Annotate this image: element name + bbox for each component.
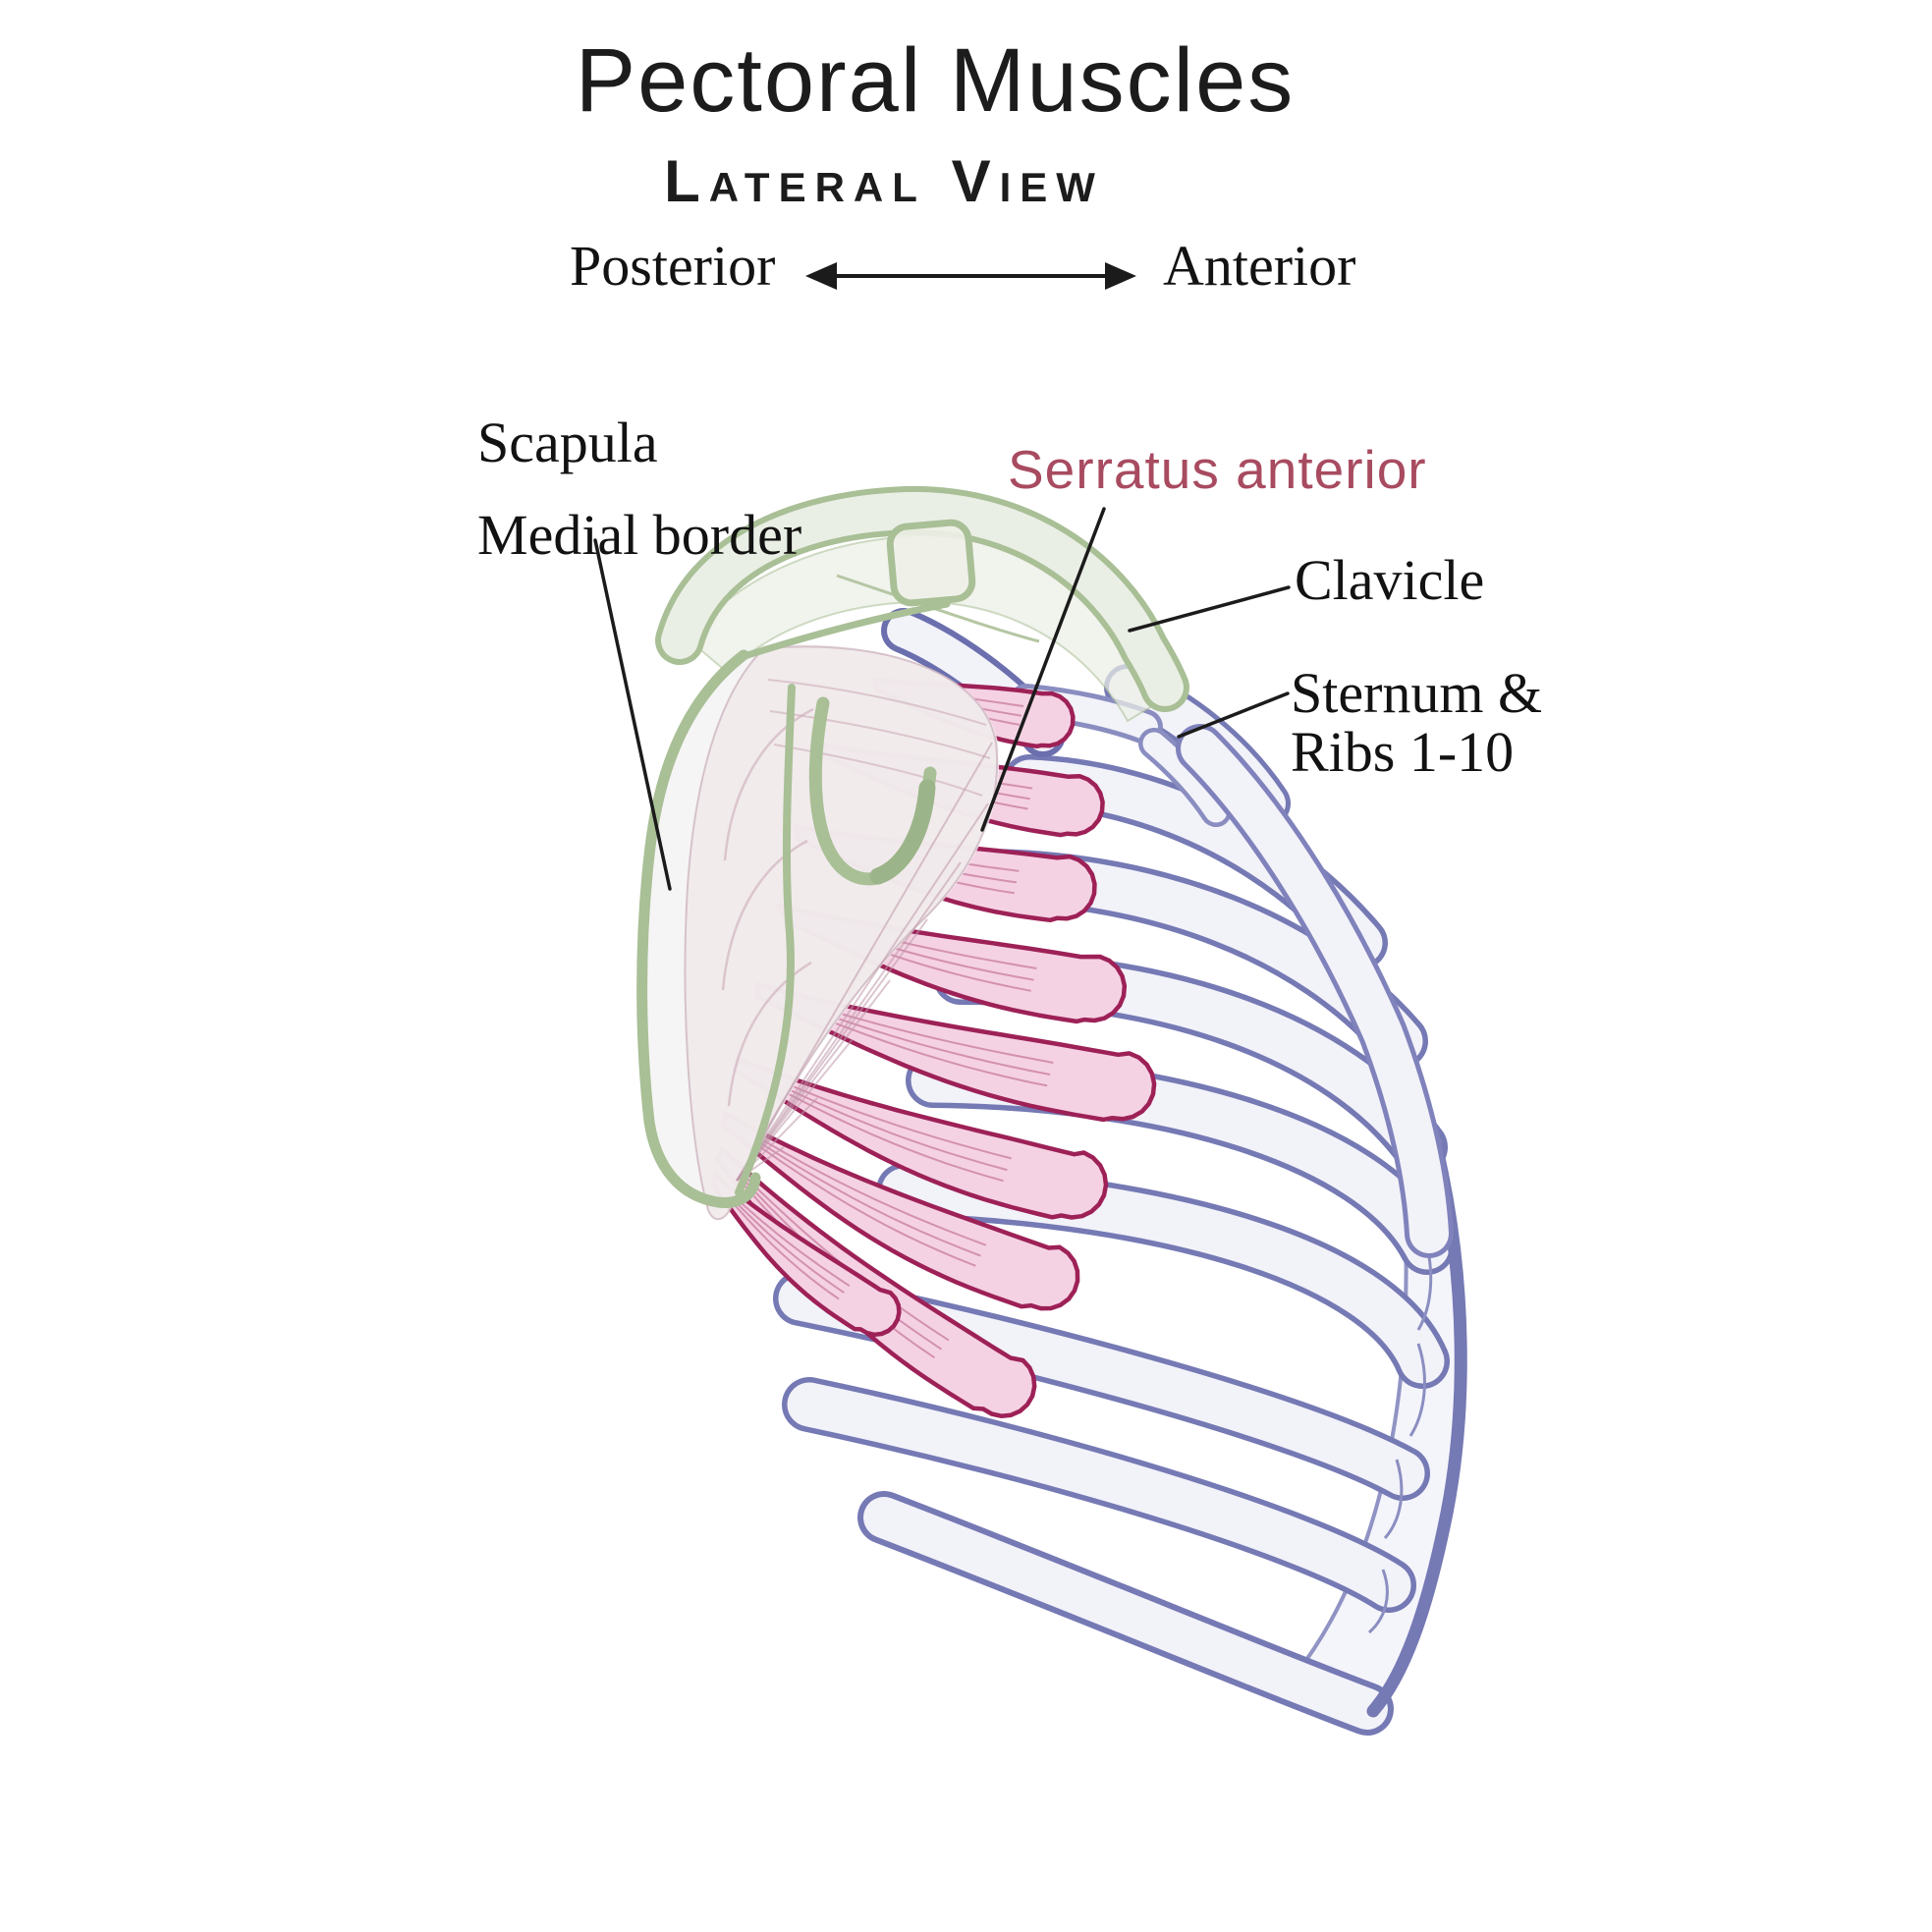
clavicle-label: Clavicle <box>1295 548 1485 612</box>
scapula-medial-border-label: Scapula Medial border <box>477 397 801 581</box>
sternum-label-line1: Sternum & <box>1291 661 1543 725</box>
scapula <box>636 534 1162 1220</box>
sternum-label-line2: Ribs 1-10 <box>1291 720 1515 785</box>
scapula-label-line1: Scapula <box>477 411 658 474</box>
scapula-label-line2: Medial border <box>477 502 802 567</box>
serratus-anterior-label: Serratus anterior <box>1008 439 1427 500</box>
posterior-direction-label: Posterior <box>570 234 776 298</box>
page-subtitle: Lateral View <box>664 148 1104 214</box>
sternum-ribs-label: Sternum & Ribs 1-10 <box>1291 661 1543 785</box>
leader-lines <box>593 507 1291 891</box>
page-title: Pectoral Muscles <box>575 30 1296 131</box>
double-arrow-icon <box>805 262 1136 290</box>
clavicle <box>655 485 1189 712</box>
anterior-direction-label: Anterior <box>1163 234 1356 298</box>
